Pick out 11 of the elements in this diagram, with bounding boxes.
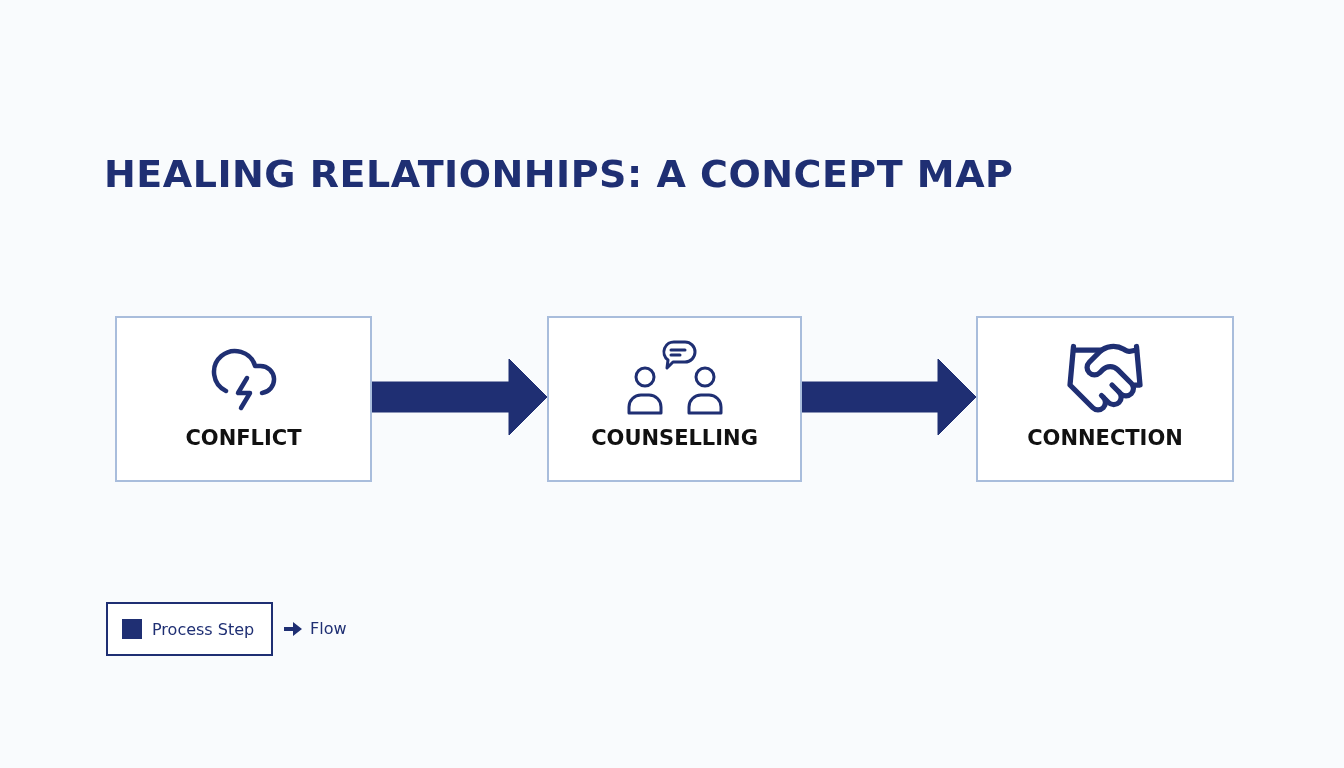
legend-label: Flow bbox=[310, 619, 347, 638]
node-label: CONFLICT bbox=[185, 426, 302, 450]
process-box bbox=[547, 316, 802, 482]
process-box bbox=[115, 316, 372, 482]
process-box bbox=[976, 316, 1234, 482]
block-arrow bbox=[371, 358, 548, 436]
legend-label: Process Step bbox=[152, 619, 255, 639]
block-arrow bbox=[801, 358, 977, 436]
node-label: COUNSELLING bbox=[591, 426, 758, 450]
diagram-title: HEALING RELATIONHIPS: A CONCEPT MAP bbox=[104, 152, 1014, 196]
node-label: CONNECTION bbox=[1027, 426, 1183, 450]
